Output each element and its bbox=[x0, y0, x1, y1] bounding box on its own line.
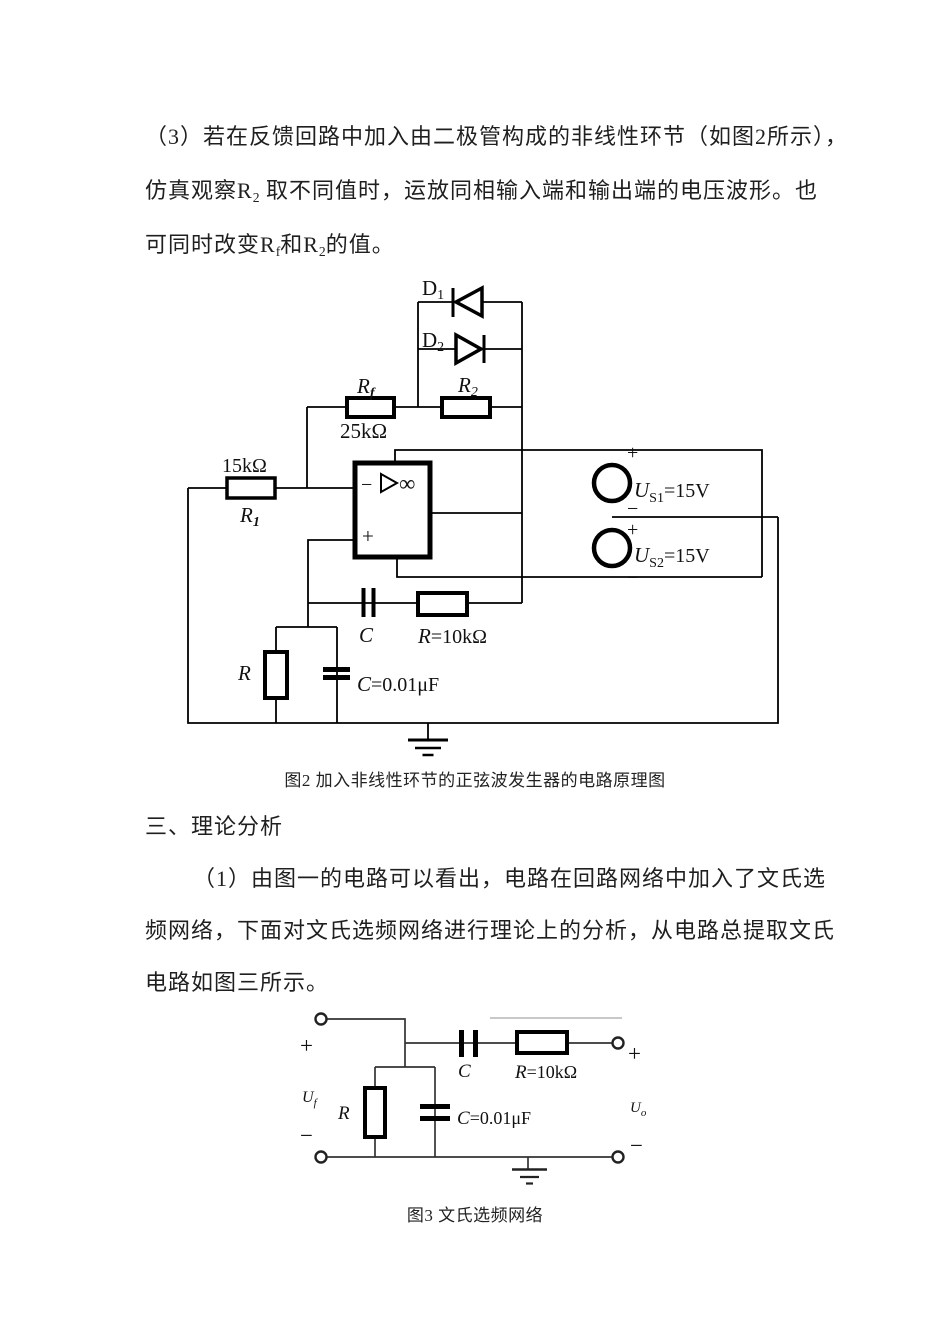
label-parallel-r: R bbox=[237, 661, 251, 685]
label-rf: Rf bbox=[356, 374, 376, 401]
diode-d2-symbol bbox=[454, 332, 486, 366]
subscript: 2 bbox=[318, 243, 326, 259]
label-us2: US2=15V bbox=[634, 543, 710, 571]
label-us2-minus: − bbox=[627, 567, 638, 589]
figure2-circuit-diagram: − ∞ + D1 D2 Rf 25kΩ R2 15kΩ R1 + US1=15V… bbox=[187, 276, 779, 757]
label-uf-plus: + bbox=[300, 1033, 313, 1058]
resistor-series-r-symbol bbox=[515, 1030, 569, 1055]
label-series-c: C bbox=[458, 1061, 471, 1082]
diode-d1-symbol bbox=[451, 285, 484, 319]
resistor-rf-symbol bbox=[345, 396, 396, 419]
text-line: 电路如图三所示。 bbox=[145, 957, 845, 1009]
label-us2-plus: + bbox=[627, 519, 638, 541]
input-terminal-bottom bbox=[314, 1150, 328, 1164]
resistor-r1-symbol bbox=[225, 476, 277, 500]
paragraph-1: （1）由图一的电路可以看出，电路在回路网络中加入了文氏选 频网络，下面对文氏选频… bbox=[145, 853, 845, 1009]
ground-symbol bbox=[512, 1168, 547, 1185]
label-uo-plus: + bbox=[628, 1041, 641, 1066]
capacitor-parallel-c-symbol bbox=[323, 667, 350, 680]
text-line: （3）若在反馈回路中加入由二极管构成的非线性环节（如图2所示）， bbox=[145, 110, 849, 164]
capacitor-series-c-symbol bbox=[361, 588, 376, 617]
terminal-nodes bbox=[314, 1012, 625, 1164]
opamp-gain-infinity: ∞ bbox=[399, 471, 415, 496]
label-parallel-c: C=0.01μF bbox=[357, 672, 439, 696]
text-run: 电路如图三所示。 bbox=[145, 970, 330, 995]
figure3-caption: 图3 文氏选频网络 bbox=[406, 1206, 544, 1225]
text-run: 可同时改变R bbox=[145, 232, 276, 257]
label-uf: Uf bbox=[302, 1089, 319, 1109]
opamp-plus-input: + bbox=[362, 524, 374, 548]
resistor-r2-symbol bbox=[440, 396, 492, 419]
label-uo: Uo bbox=[630, 1100, 647, 1119]
opamp-minus-input: − bbox=[361, 474, 372, 496]
text-line: 仿真观察R2 取不同值时，运放同相输入端和输出端的电压波形。也 bbox=[145, 164, 845, 218]
input-terminal-top bbox=[314, 1012, 328, 1026]
label-series-r: R=10kΩ bbox=[514, 1062, 577, 1083]
subscript: f bbox=[275, 243, 281, 259]
label-r1-value: 15kΩ bbox=[222, 455, 267, 477]
label-uf-minus: − bbox=[300, 1123, 313, 1148]
text-run: 和R bbox=[280, 232, 319, 257]
resistor-parallel-r-symbol bbox=[363, 1086, 387, 1139]
label-us1-minus: − bbox=[627, 498, 638, 520]
label-parallel-c: C=0.01μF bbox=[457, 1108, 531, 1129]
text-run: （3）若在反馈回路中加入由二极管构成的非线性环节（如图2所示）， bbox=[145, 124, 849, 149]
label-rf-value: 25kΩ bbox=[340, 419, 387, 443]
label-r2: R2 bbox=[457, 373, 478, 400]
output-terminal-bottom bbox=[611, 1150, 625, 1164]
capacitor-parallel-c-symbol bbox=[420, 1104, 450, 1121]
label-d1: D1 bbox=[422, 276, 444, 303]
label-uo-minus: − bbox=[630, 1133, 643, 1158]
label-parallel-r: R bbox=[337, 1103, 350, 1124]
ground-symbol bbox=[408, 738, 448, 757]
subscript: 2 bbox=[252, 189, 260, 205]
label-r1: R1 bbox=[239, 503, 260, 530]
resistor-series-r-symbol bbox=[416, 591, 469, 617]
label-us1-plus: + bbox=[627, 442, 638, 464]
source-us2-symbol bbox=[591, 527, 633, 569]
text-line: （1）由图一的电路可以看出，电路在回路网络中加入了文氏选 bbox=[145, 853, 845, 905]
text-run: 的值。 bbox=[325, 232, 395, 257]
figure3-circuit-diagram: + Uf − R C R=10kΩ C=0.01μF + Uo − bbox=[300, 1012, 647, 1185]
resistor-parallel-r-symbol bbox=[263, 650, 289, 700]
paragraph-3: （3）若在反馈回路中加入由二极管构成的非线性环节（如图2所示）， 仿真观察R2 … bbox=[145, 110, 849, 272]
section-heading: 三、理论分析 bbox=[145, 814, 284, 839]
source-us1-symbol bbox=[591, 462, 633, 504]
text-run: 仿真观察R bbox=[145, 178, 253, 203]
text-run: （1）由图一的电路可以看出，电路在回路网络中加入了文氏选 bbox=[193, 866, 827, 891]
opamp-symbol: − ∞ + bbox=[352, 460, 433, 560]
label-us1: US1=15V bbox=[634, 478, 710, 506]
text-run: 取不同值时，运放同相输入端和输出端的电压波形。也 bbox=[259, 178, 819, 203]
label-d2: D2 bbox=[422, 328, 444, 355]
output-terminal-top bbox=[611, 1036, 625, 1050]
text-line: 频网络，下面对文氏选频网络进行理论上的分析，从电路总提取文氏 bbox=[145, 905, 845, 957]
label-series-c: C bbox=[359, 623, 374, 647]
fig2-wires bbox=[187, 301, 779, 740]
figure2-caption: 图2 加入非线性环节的正弦波发生器的电路原理图 bbox=[284, 771, 666, 790]
label-series-r: R=10kΩ bbox=[417, 624, 487, 648]
capacitor-series-c-symbol bbox=[459, 1030, 478, 1057]
text-run: 频网络，下面对文氏选频网络进行理论上的分析，从电路总提取文氏 bbox=[145, 918, 836, 943]
text-line: 可同时改变Rf和R2的值。 bbox=[145, 218, 845, 272]
